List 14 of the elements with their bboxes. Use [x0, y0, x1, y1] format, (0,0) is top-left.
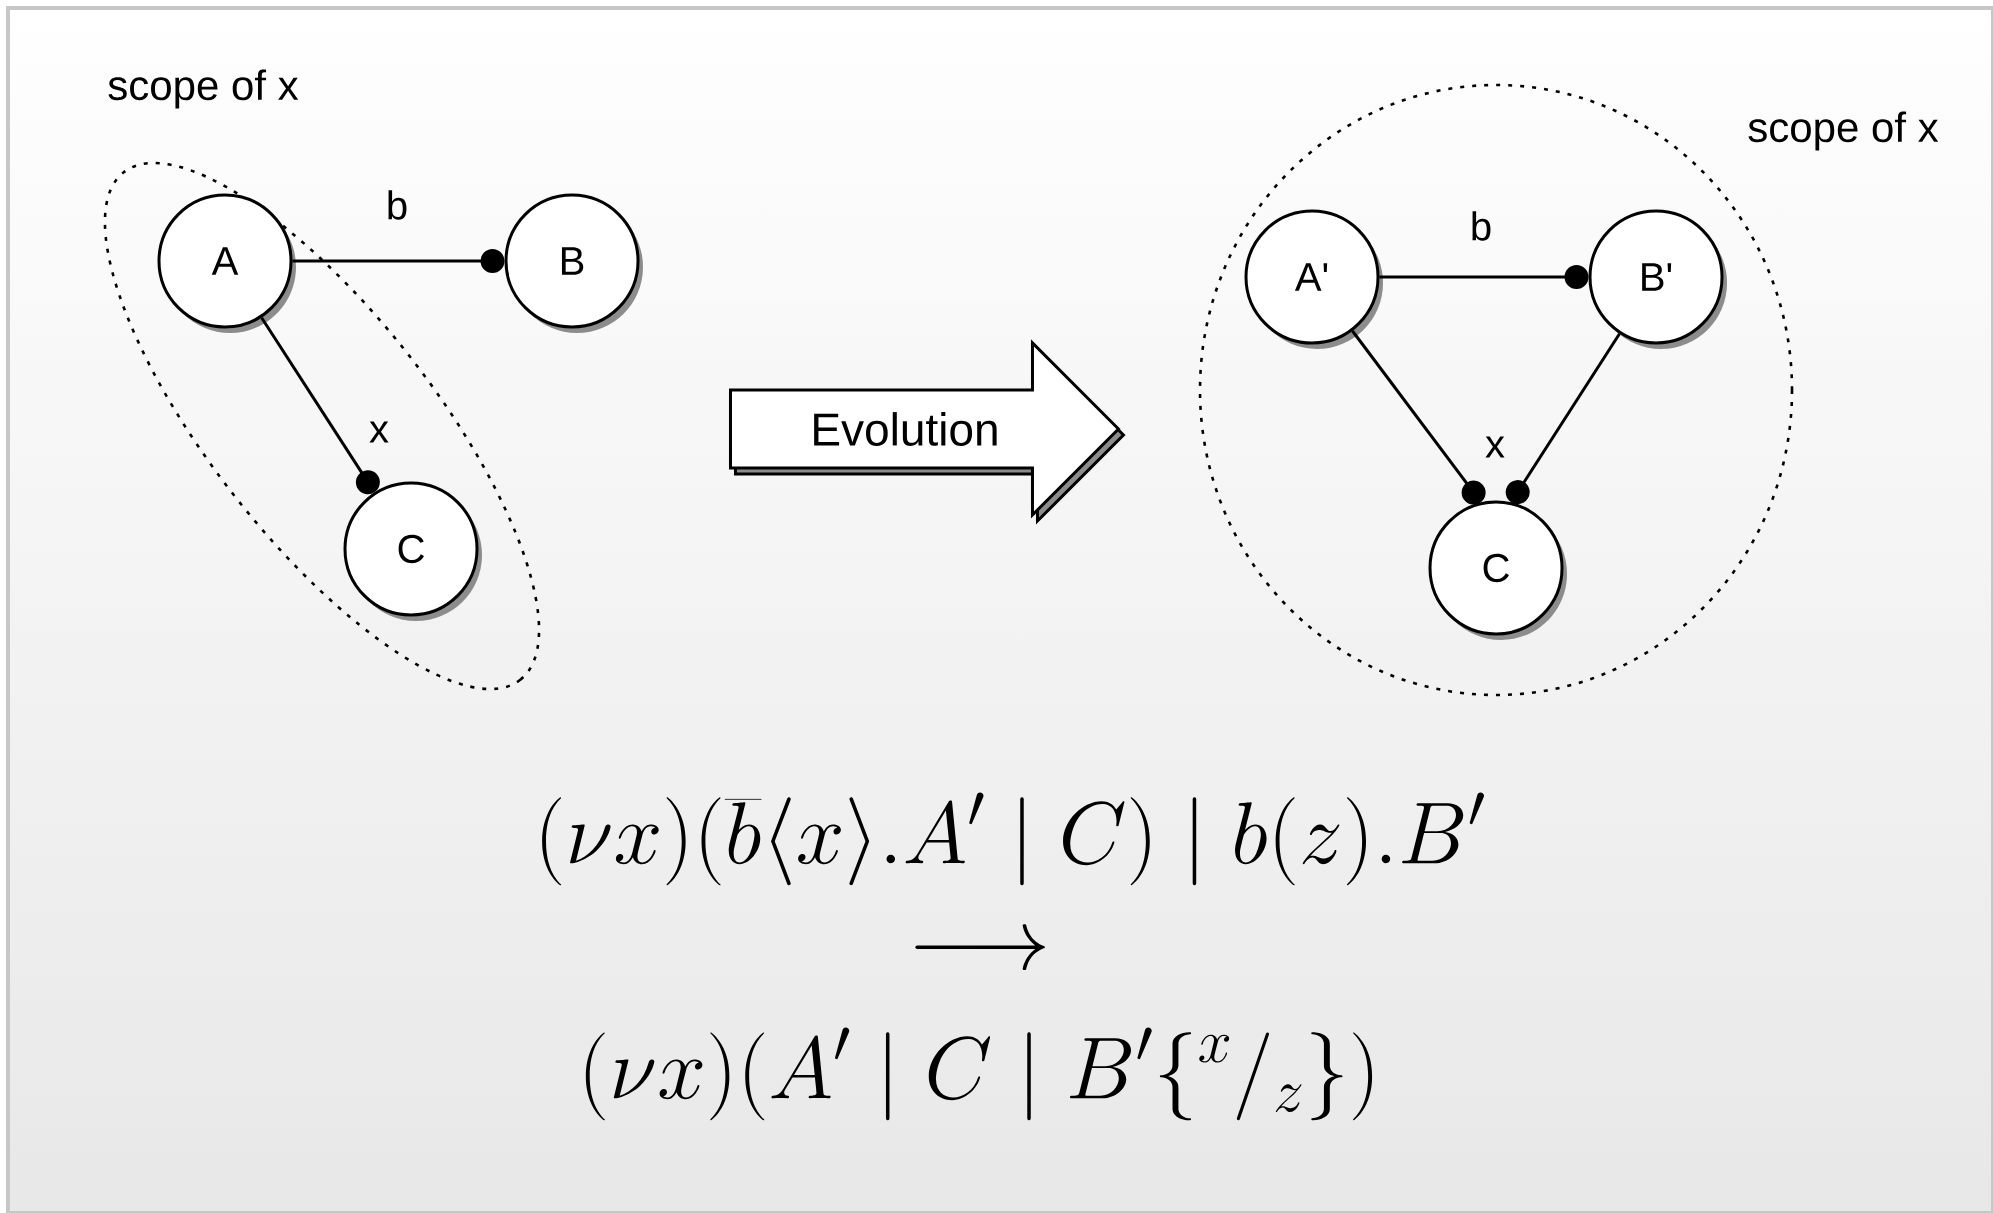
edge-label: x	[369, 421, 389, 443]
formula: $\longrightarrow$	[915, 924, 1045, 971]
scope-label: scope of x	[108, 69, 299, 109]
edge-label: x	[1485, 436, 1505, 458]
connector	[292, 249, 505, 273]
scope-label: scope of x	[1748, 111, 1939, 151]
connector	[260, 316, 380, 495]
connector	[1351, 330, 1486, 505]
edge-label: b	[1472, 211, 1491, 241]
connector	[1505, 332, 1621, 505]
formula: $(\nu x)(A' \mid C \mid B'\{{}^{x}/_{z}\})$	[585, 1027, 1373, 1121]
edge-label: b	[388, 190, 407, 220]
connector	[1379, 265, 1589, 289]
formula: $(\nu x)(\overline{b}\langle x\rangle.A' \mid C) \mid b(z).B'$	[542, 792, 1484, 886]
